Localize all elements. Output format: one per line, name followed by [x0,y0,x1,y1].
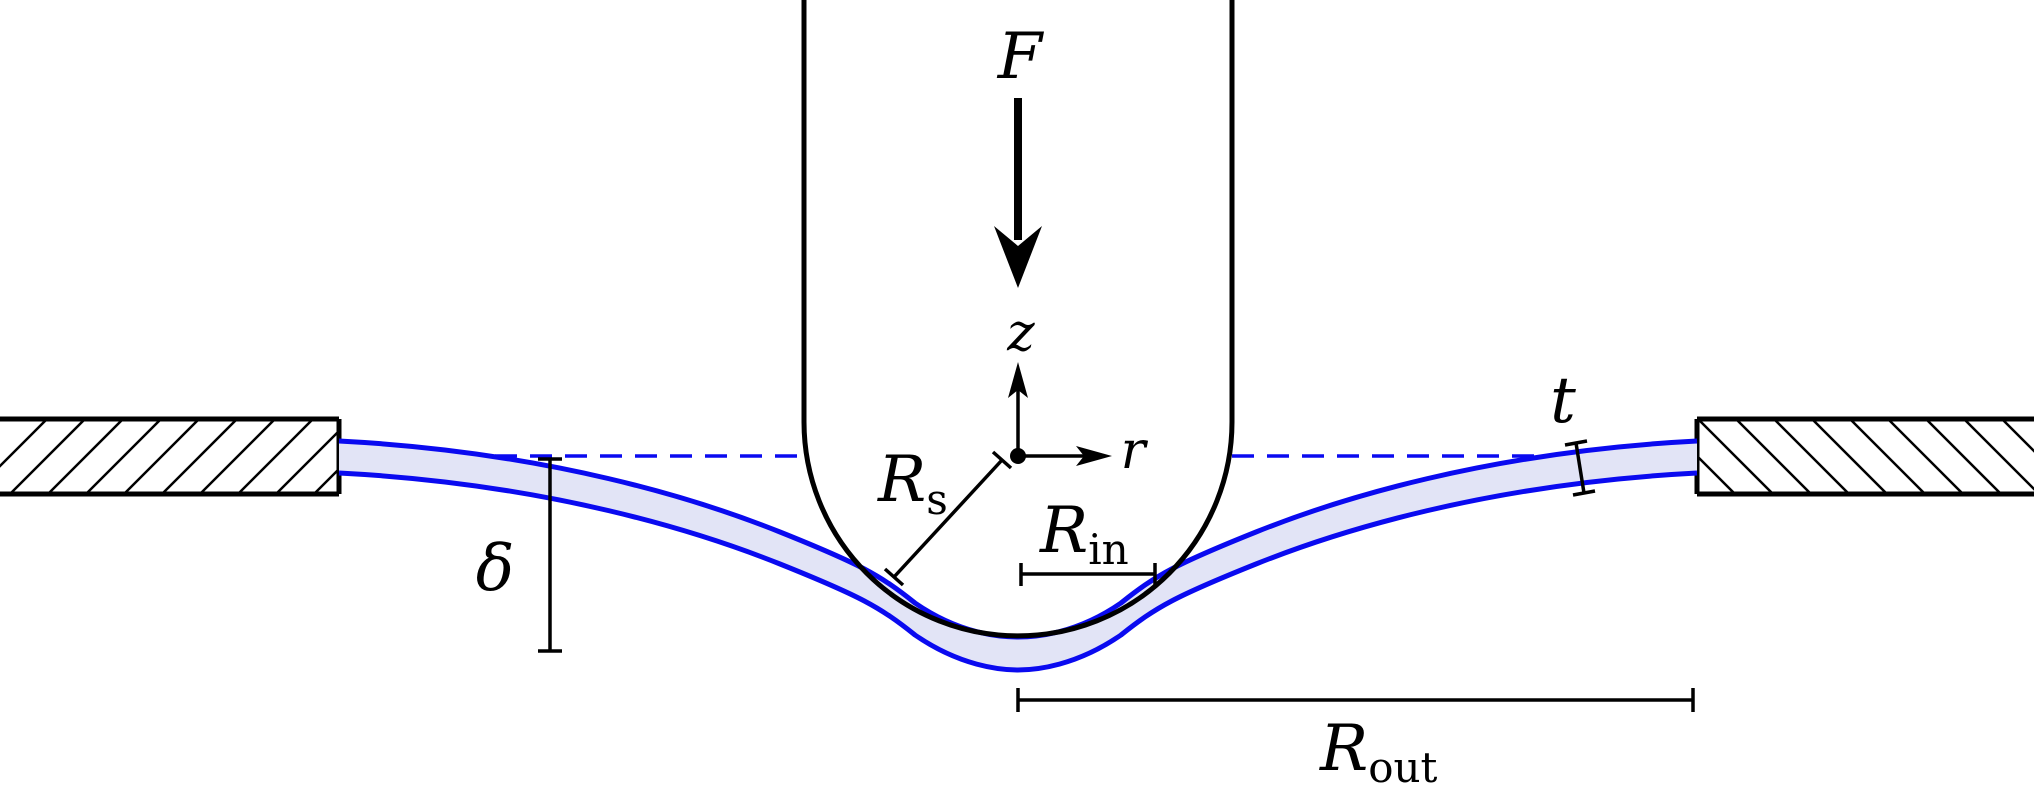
sphere-radius-label: Rs [877,443,948,524]
left-clamp-hatching [0,419,339,494]
r-axis-label: r [1121,421,1149,481]
z-axis-arrowhead [1008,362,1028,398]
deflection-label: δ [476,532,515,606]
right-clamp-hatching [1697,419,2034,494]
left-clamp [0,416,342,497]
deflection-dimension [538,457,562,653]
force-arrow [994,98,1042,288]
outer-radius-dimension [1016,688,1695,712]
right-clamp [1694,416,2034,497]
thickness-label: t [1550,364,1576,438]
z-axis-label: z [1006,303,1035,363]
spherical-indenter [801,0,1235,639]
film-bottom-surface [338,470,1698,673]
origin-point [1010,448,1026,464]
sphere-radius-dimension [883,450,1013,587]
inner-radius-dimension [1019,563,1157,586]
coordinate-axes [1008,362,1112,466]
inner-radius-label: Rin [1039,494,1129,574]
outer-radius-label: Rout [1319,712,1438,792]
thickness-dimension [1564,439,1596,497]
r-axis-arrowhead [1076,446,1112,466]
force-label: F [997,20,1045,94]
